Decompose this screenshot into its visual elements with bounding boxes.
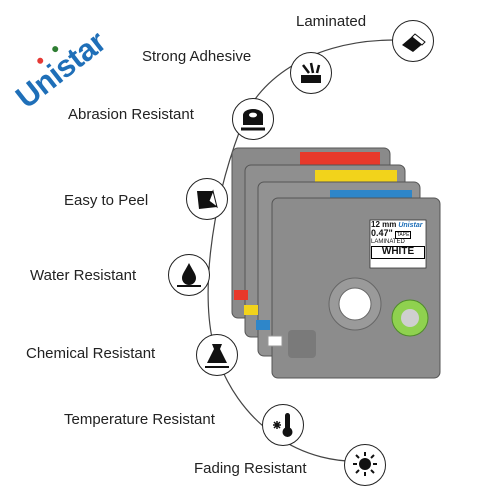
feature-label-fading: Fading Resistant — [194, 460, 307, 477]
label-type: LAMINATED — [371, 238, 405, 245]
laminated-icon — [392, 20, 434, 62]
adhesive-icon — [290, 52, 332, 94]
feature-label-peel: Easy to Peel — [64, 192, 149, 209]
label-size-mm: 12 mm — [371, 220, 397, 229]
label-tape: TAPE — [394, 231, 412, 240]
label-brand: Unistar — [398, 222, 423, 229]
label-color: WHITE — [371, 246, 425, 259]
sun-icon — [344, 444, 386, 486]
tape-end-yellow — [244, 305, 258, 315]
feature-label-laminated: Laminated — [296, 13, 367, 30]
abrasion-icon — [232, 98, 274, 140]
peel-icon — [186, 178, 228, 220]
chemical-icon — [196, 334, 238, 376]
cassette-white — [271, 197, 441, 379]
feature-label-water: Water Resistant — [30, 267, 137, 284]
tape-end-blue — [256, 320, 270, 330]
label-size-in: 0.47" — [371, 228, 393, 239]
temperature-icon — [262, 404, 304, 446]
tape-end-white — [267, 335, 283, 347]
feature-label-temperature: Temperature Resistant — [64, 411, 215, 428]
feature-label-chemical: Chemical Resistant — [26, 345, 156, 362]
water-icon — [168, 254, 210, 296]
tape-end-red — [234, 290, 248, 300]
feature-label-adhesive: Strong Adhesive — [142, 48, 252, 65]
front-label: 12 mm Unistar 0.47" TAPE LAMINATED WHITE — [371, 220, 425, 267]
feature-label-abrasion: Abrasion Resistant — [68, 106, 194, 123]
